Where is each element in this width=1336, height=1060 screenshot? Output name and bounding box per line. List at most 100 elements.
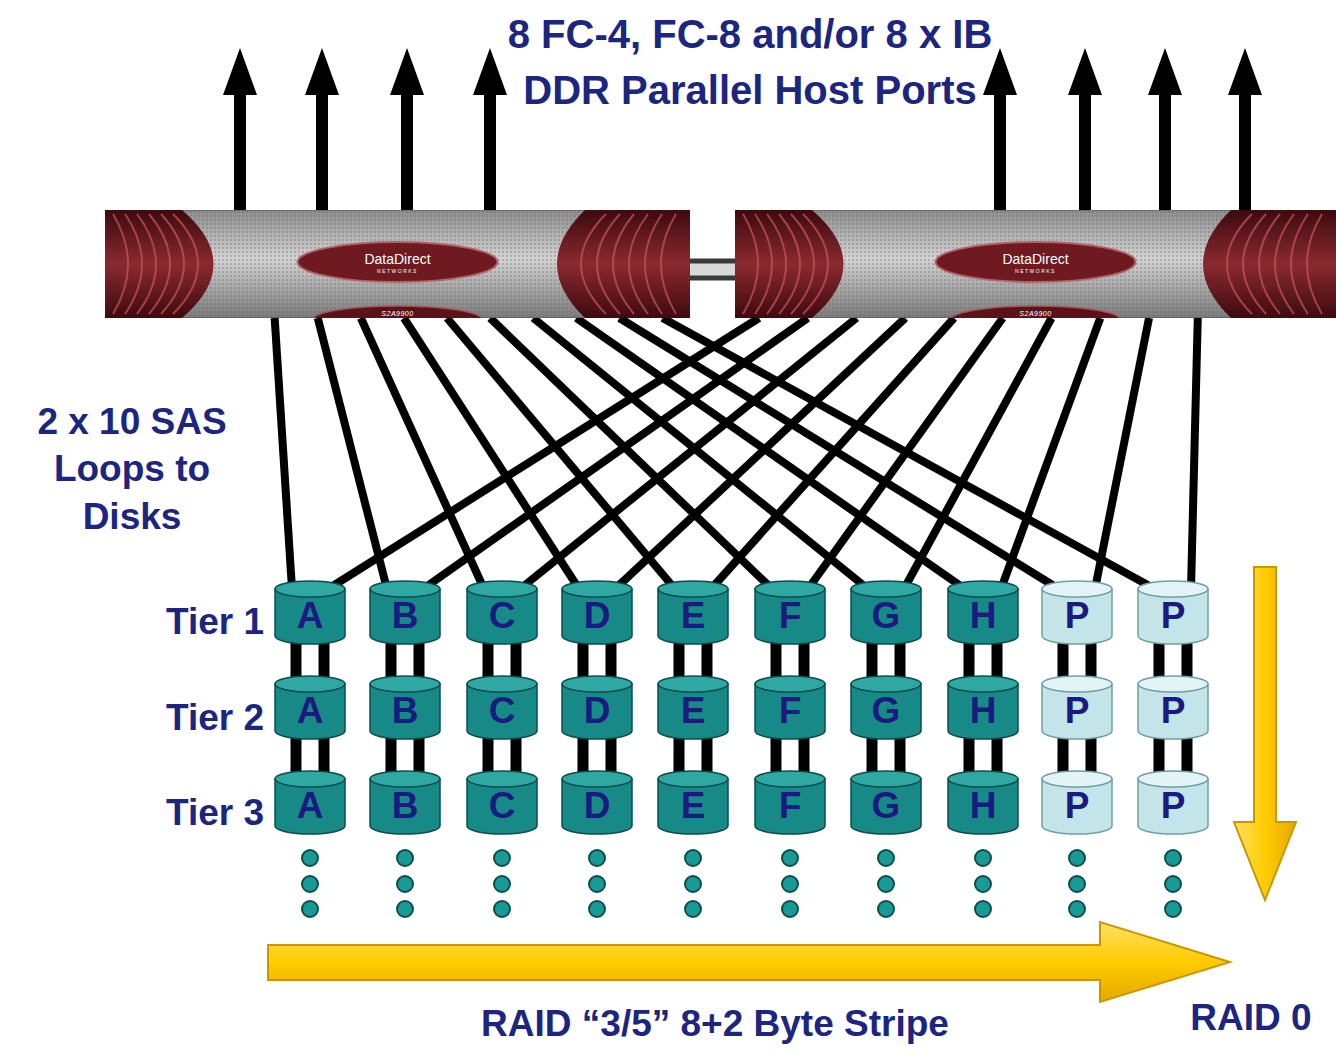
ellipsis-dot bbox=[975, 901, 991, 917]
ellipsis-dot bbox=[1069, 850, 1085, 866]
disk-letter: P bbox=[1065, 787, 1090, 824]
ellipsis-dot bbox=[397, 901, 413, 917]
sas-loop bbox=[615, 318, 905, 589]
disk-letter: F bbox=[779, 787, 802, 824]
disk-letter: H bbox=[970, 787, 997, 824]
ellipsis-dot bbox=[589, 901, 605, 917]
host-port-arrow bbox=[390, 48, 424, 212]
connector-group bbox=[1095, 318, 1149, 589]
disk-letter: A bbox=[297, 597, 324, 634]
sas-loop bbox=[1001, 318, 1100, 589]
disk-letter: E bbox=[681, 787, 706, 824]
ellipsis-dot bbox=[782, 876, 798, 892]
sas-loop bbox=[1191, 318, 1198, 589]
disk-drive: G bbox=[850, 770, 922, 836]
disk-drive: P bbox=[1041, 770, 1113, 836]
disk-letter: H bbox=[970, 597, 997, 634]
ellipsis-dot bbox=[589, 876, 605, 892]
raid-controller: DataDirectNETWORKSS2A9900 bbox=[105, 210, 690, 318]
ellipsis-dot bbox=[878, 850, 894, 866]
disk-letter: P bbox=[1065, 597, 1090, 634]
ellipsis-dot bbox=[1165, 876, 1181, 892]
ellipsis-dot bbox=[494, 876, 510, 892]
ellipsis-dot bbox=[494, 901, 510, 917]
ellipsis-dot bbox=[878, 901, 894, 917]
disk-letter: A bbox=[297, 787, 324, 824]
ellipsis-dot bbox=[685, 901, 701, 917]
sas-loop bbox=[275, 318, 292, 589]
disk-letter: P bbox=[1161, 692, 1186, 729]
brand-name: DataDirect bbox=[105, 252, 690, 266]
disk-letter: G bbox=[872, 597, 901, 634]
ellipsis-dot bbox=[397, 850, 413, 866]
controller-link-inner bbox=[690, 263, 735, 275]
disk-drive: B bbox=[369, 770, 441, 836]
connector-group bbox=[663, 318, 1155, 589]
disk-drive: E bbox=[657, 675, 729, 741]
loop-label: 2 x 10 SAS Loops to Disks bbox=[4, 398, 260, 540]
connector-group bbox=[361, 318, 484, 589]
ellipsis-dot bbox=[685, 850, 701, 866]
ellipsis-dot bbox=[975, 850, 991, 866]
disk-drive: P bbox=[1041, 675, 1113, 741]
sas-loop bbox=[361, 318, 484, 589]
sas-loop bbox=[904, 318, 1052, 589]
controller-link bbox=[690, 258, 735, 280]
disk-letter: D bbox=[584, 787, 611, 824]
disk-drive: B bbox=[369, 580, 441, 646]
model-name: S2A9900 bbox=[105, 310, 690, 317]
disk-letter: G bbox=[872, 692, 901, 729]
disk-drive: E bbox=[657, 770, 729, 836]
disk-drive: D bbox=[561, 580, 633, 646]
host-port-arrow bbox=[1148, 48, 1182, 212]
disk-letter: P bbox=[1161, 597, 1186, 634]
disk-letter: P bbox=[1161, 787, 1186, 824]
ellipsis-dot bbox=[1165, 901, 1181, 917]
disk-letter: F bbox=[779, 597, 802, 634]
ellipsis-dot bbox=[685, 876, 701, 892]
connector-group bbox=[690, 269, 735, 270]
disk-drive: H bbox=[947, 675, 1019, 741]
disk-drive: P bbox=[1137, 770, 1209, 836]
diagram-title: 8 FC-4, FC-8 and/or 8 x IB DDR Parallel … bbox=[505, 6, 995, 118]
ellipsis-dot bbox=[302, 876, 318, 892]
ellipsis-dot bbox=[302, 901, 318, 917]
disk-drive: D bbox=[561, 675, 633, 741]
disk-drive: D bbox=[561, 770, 633, 836]
stripe-arrow bbox=[268, 922, 1230, 1002]
host-port-arrow bbox=[305, 48, 339, 212]
ellipsis-dot bbox=[589, 850, 605, 866]
disk-drive: P bbox=[1041, 580, 1113, 646]
disk-drive: E bbox=[657, 580, 729, 646]
ellipsis-dot bbox=[494, 850, 510, 866]
ellipsis-dot bbox=[975, 876, 991, 892]
connector-group bbox=[615, 318, 905, 589]
disk-letter: D bbox=[584, 692, 611, 729]
disk-drive: H bbox=[947, 770, 1019, 836]
disk-letter: C bbox=[489, 692, 516, 729]
ellipsis-dot bbox=[782, 850, 798, 866]
brand-subtitle: NETWORKS bbox=[735, 269, 1336, 274]
more-disks-dots bbox=[302, 850, 1181, 917]
disk-drive: F bbox=[754, 675, 826, 741]
tier-label: Tier 2 bbox=[100, 694, 264, 741]
ellipsis-dot bbox=[1069, 901, 1085, 917]
disk-letter: B bbox=[392, 787, 419, 824]
disk-drive: A bbox=[274, 580, 346, 646]
disk-drive: G bbox=[850, 580, 922, 646]
host-port-arrow bbox=[473, 48, 507, 212]
raid0-arrow bbox=[1234, 567, 1296, 900]
host-port-arrow bbox=[223, 48, 257, 212]
sas-loop bbox=[404, 318, 579, 589]
disk-drive: C bbox=[466, 580, 538, 646]
ellipsis-dot bbox=[878, 876, 894, 892]
disk-drive: A bbox=[274, 675, 346, 741]
disk-drive: H bbox=[947, 580, 1019, 646]
disk-drive: P bbox=[1137, 580, 1209, 646]
disk-letter: C bbox=[489, 787, 516, 824]
ellipsis-dot bbox=[1069, 876, 1085, 892]
host-port-arrow bbox=[1068, 48, 1102, 212]
connector-group bbox=[275, 318, 292, 589]
